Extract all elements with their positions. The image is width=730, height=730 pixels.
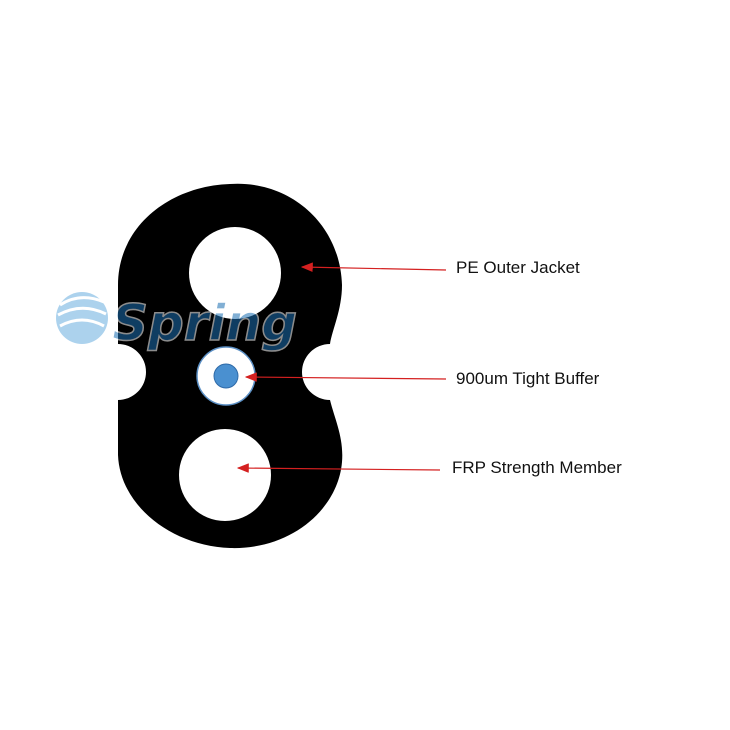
arrow-buffer	[244, 372, 447, 382]
strength-member-top	[189, 227, 281, 319]
strength-member-bottom	[179, 429, 271, 521]
label-pe-outer-jacket: PE Outer Jacket	[456, 258, 580, 277]
fiber-core	[213, 363, 239, 389]
arrow-jacket	[300, 262, 447, 273]
spring-watermark: Spring	[56, 292, 298, 353]
label-tight-buffer: 900um Tight Buffer	[456, 369, 600, 388]
label-frp-strength-member: FRP Strength Member	[452, 458, 622, 477]
arrow-frp	[236, 463, 441, 473]
watermark-logo-icon	[56, 292, 108, 344]
watermark-text: Spring	[112, 294, 297, 352]
